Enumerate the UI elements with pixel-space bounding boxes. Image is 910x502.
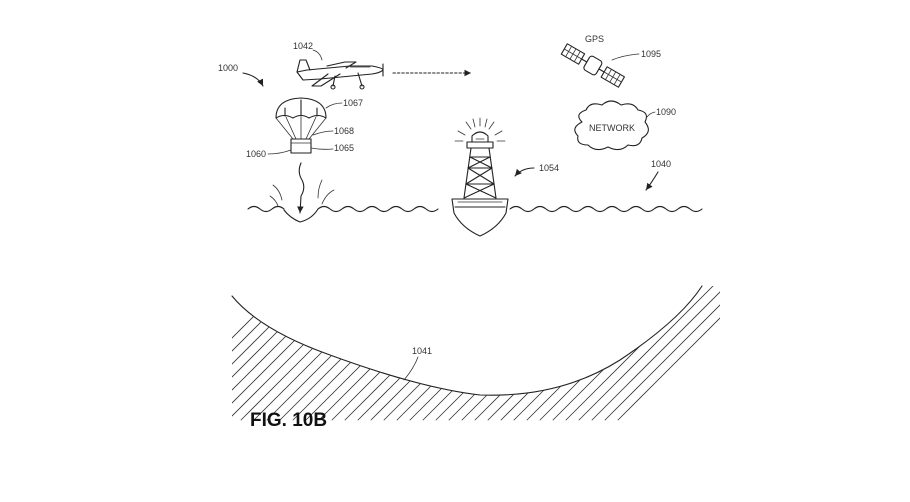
- ref-1095-label: 1095: [641, 49, 661, 59]
- buoy: [451, 117, 509, 237]
- ref-1040-label: 1040: [651, 159, 671, 169]
- ref-1040-arrow: [645, 171, 659, 191]
- parachute-payload: [275, 97, 327, 154]
- ref-1054-arrow: [514, 167, 535, 177]
- seabed-hatching: [232, 286, 720, 421]
- splash: [269, 179, 335, 223]
- ref-1095-leader: [611, 53, 640, 61]
- ref-1068-leader: [312, 130, 334, 136]
- ref-1067-label: 1067: [343, 98, 363, 108]
- ref-1065-leader: [310, 147, 334, 150]
- ref-1041-label: 1041: [412, 346, 432, 356]
- airplane: [296, 59, 384, 90]
- ref-1067-leader: [325, 102, 343, 109]
- ref-1090-leader: [646, 111, 656, 118]
- ref-1068-label: 1068: [334, 126, 354, 136]
- network-label: NETWORK: [589, 123, 635, 133]
- ref-1090-label: 1090: [656, 107, 676, 117]
- ref-1000-arrow: [242, 72, 264, 87]
- ref-1042-label: 1042: [293, 41, 313, 51]
- gps-satellite: [560, 43, 625, 88]
- gps-label: GPS: [585, 34, 604, 44]
- ref-1054-label: 1054: [539, 163, 559, 173]
- ref-1042-leader: [312, 49, 323, 61]
- ref-1060-label: 1060: [246, 149, 266, 159]
- network-cloud: [574, 100, 649, 151]
- water-surface: [247, 205, 703, 213]
- ref-1065-label: 1065: [334, 143, 354, 153]
- drop-path-arrow: [297, 162, 305, 214]
- figure-caption: FIG. 10B: [250, 410, 327, 431]
- ref-1060-leader: [267, 149, 292, 155]
- seabed-line: [231, 285, 703, 396]
- ref-1041-leader: [403, 356, 419, 381]
- ref-1000-label: 1000: [218, 63, 238, 73]
